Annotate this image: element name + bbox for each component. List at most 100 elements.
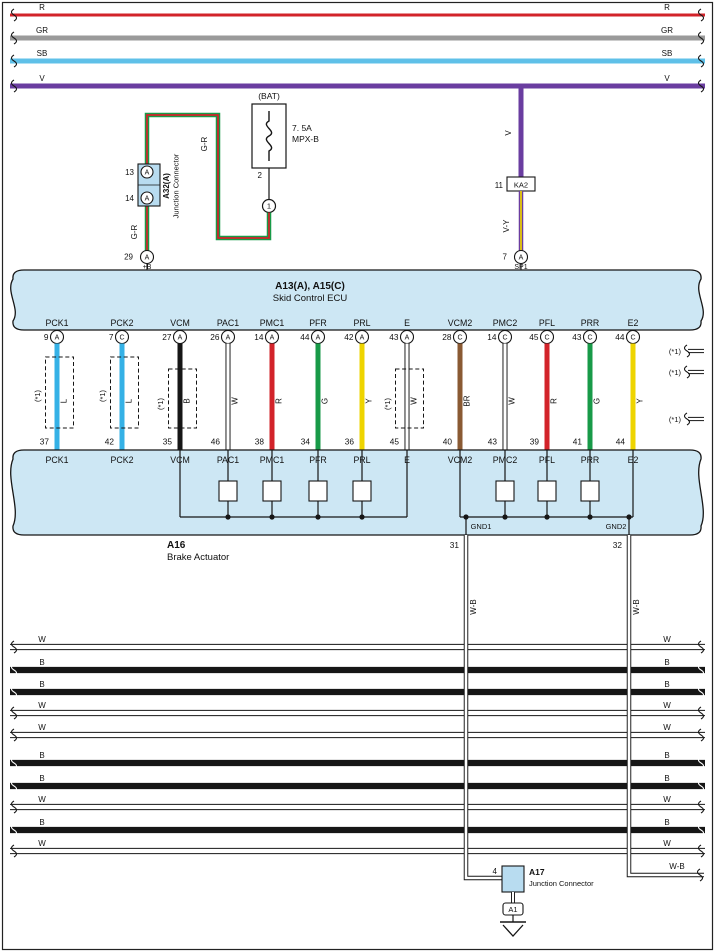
actuator-pin-name: PCK2 bbox=[111, 455, 134, 465]
junction-dot bbox=[626, 514, 632, 520]
wire-color-label: W bbox=[410, 397, 419, 405]
pin-letter: A bbox=[316, 335, 321, 342]
component-code: A17 bbox=[529, 867, 545, 877]
wire-color-label: L bbox=[125, 398, 134, 403]
pin-number: 34 bbox=[301, 437, 311, 447]
wire-color-label: B bbox=[183, 398, 192, 403]
pin-terminal bbox=[139, 249, 155, 265]
break-squiggle bbox=[10, 756, 18, 770]
wire-color-label: V-Y bbox=[502, 219, 511, 233]
pin-letter: C bbox=[119, 335, 124, 342]
pin-letter: A bbox=[226, 335, 231, 342]
pin-number: 41 bbox=[573, 437, 583, 447]
break-squiggle bbox=[10, 779, 18, 793]
pin-number: 42 bbox=[105, 437, 115, 447]
pin-number: 11 bbox=[495, 181, 504, 190]
bus-label-left: W bbox=[38, 839, 46, 848]
bus-label-left: SB bbox=[37, 49, 48, 58]
wire-color-label: G bbox=[321, 398, 330, 404]
break-squiggle bbox=[10, 685, 18, 699]
break-squiggle bbox=[10, 706, 18, 720]
pin-number: 39 bbox=[530, 437, 540, 447]
ecu-pin-name: PCK1 bbox=[46, 318, 69, 328]
ecu-pin-name: VCM2 bbox=[448, 318, 473, 328]
wire-color-label: L bbox=[60, 398, 69, 403]
solenoid-box bbox=[580, 480, 600, 502]
ecu-box bbox=[10, 269, 704, 331]
ecu-pin-name: PRL bbox=[353, 318, 370, 328]
pin-number: 43 bbox=[572, 332, 582, 342]
break-squiggle bbox=[697, 706, 705, 720]
pin-letter: C bbox=[630, 335, 635, 342]
pin-letter: A bbox=[270, 335, 275, 342]
pin-number: 45 bbox=[529, 332, 539, 342]
pin-number: 28 bbox=[442, 332, 452, 342]
wire-color-label: G-R bbox=[130, 224, 139, 239]
bus-label-left: B bbox=[39, 751, 44, 760]
pin-letter: A bbox=[519, 255, 524, 262]
pin-number: 44 bbox=[616, 437, 626, 447]
wire-gnd2 bbox=[627, 535, 704, 877]
bus-label-left: W bbox=[38, 723, 46, 732]
bus-label-right: SB bbox=[662, 49, 673, 58]
shield-note: (*1) bbox=[669, 415, 682, 424]
break-squiggle bbox=[10, 79, 18, 93]
pin-number: 14 bbox=[254, 332, 264, 342]
shield-note: (*1) bbox=[669, 347, 682, 356]
solenoid-box bbox=[495, 480, 515, 502]
ecu-pin-name: PAC1 bbox=[217, 318, 239, 328]
ecu-top-pin-name: +B bbox=[143, 264, 152, 271]
shield-note: (*1) bbox=[98, 389, 107, 402]
component-name: Junction Connector bbox=[529, 879, 594, 888]
wire-color-label: W-B bbox=[669, 862, 684, 871]
ecu-pin-name: PMC2 bbox=[493, 318, 518, 328]
pin-number: 14 bbox=[487, 332, 497, 342]
pin-letter: A bbox=[360, 335, 365, 342]
bus-label-right: W bbox=[663, 839, 671, 848]
pin-number: 40 bbox=[443, 437, 453, 447]
gnd-label: GND1 bbox=[471, 522, 492, 531]
shield-box bbox=[168, 368, 197, 429]
break-squiggle bbox=[10, 800, 18, 814]
bus-label-right: GR bbox=[661, 26, 673, 35]
ecu-name: Skid Control ECU bbox=[273, 293, 348, 304]
pin-letter: 1 bbox=[267, 202, 271, 211]
wire-color-label: W-B bbox=[632, 599, 641, 614]
bus-label-left: R bbox=[39, 3, 45, 12]
pin-letter: A bbox=[405, 335, 410, 342]
actuator-name: Brake Actuator bbox=[167, 552, 229, 563]
bus-label-left: GR bbox=[36, 26, 48, 35]
actuator-code: A16 bbox=[167, 540, 186, 551]
break-squiggle bbox=[697, 79, 705, 93]
pin-number: 32 bbox=[613, 540, 623, 550]
pin-letter: C bbox=[502, 335, 507, 342]
pin-number: 7 bbox=[109, 332, 114, 342]
bus-label-left: B bbox=[39, 658, 44, 667]
pin-number: 29 bbox=[124, 253, 133, 262]
break-squiggle bbox=[697, 31, 705, 45]
break-squiggle bbox=[697, 8, 705, 22]
pin-number: 13 bbox=[125, 168, 134, 177]
shield-note: (*1) bbox=[383, 397, 392, 410]
pin-number: 9 bbox=[44, 332, 49, 342]
ecu-pin-name: PMC1 bbox=[260, 318, 285, 328]
wire-gr-upper-stripe bbox=[146, 114, 270, 239]
bus-label-left: W bbox=[38, 701, 46, 710]
bus-label-right: W bbox=[663, 635, 671, 644]
pin-letter: A bbox=[145, 255, 150, 262]
break-squiggle bbox=[683, 412, 691, 426]
junction-dot bbox=[463, 514, 469, 520]
pin-number: 43 bbox=[488, 437, 498, 447]
bus-label-right: B bbox=[664, 751, 669, 760]
ecu-pin-name: PRR bbox=[581, 318, 600, 328]
pin-number: 37 bbox=[40, 437, 50, 447]
break-squiggle bbox=[10, 823, 18, 837]
break-squiggle bbox=[10, 8, 18, 22]
wire-color-label: Y bbox=[636, 398, 645, 404]
pin-number: 4 bbox=[493, 867, 498, 876]
ecu-top-pin-name: SP1 bbox=[514, 264, 527, 271]
pin-number: 14 bbox=[125, 194, 134, 203]
